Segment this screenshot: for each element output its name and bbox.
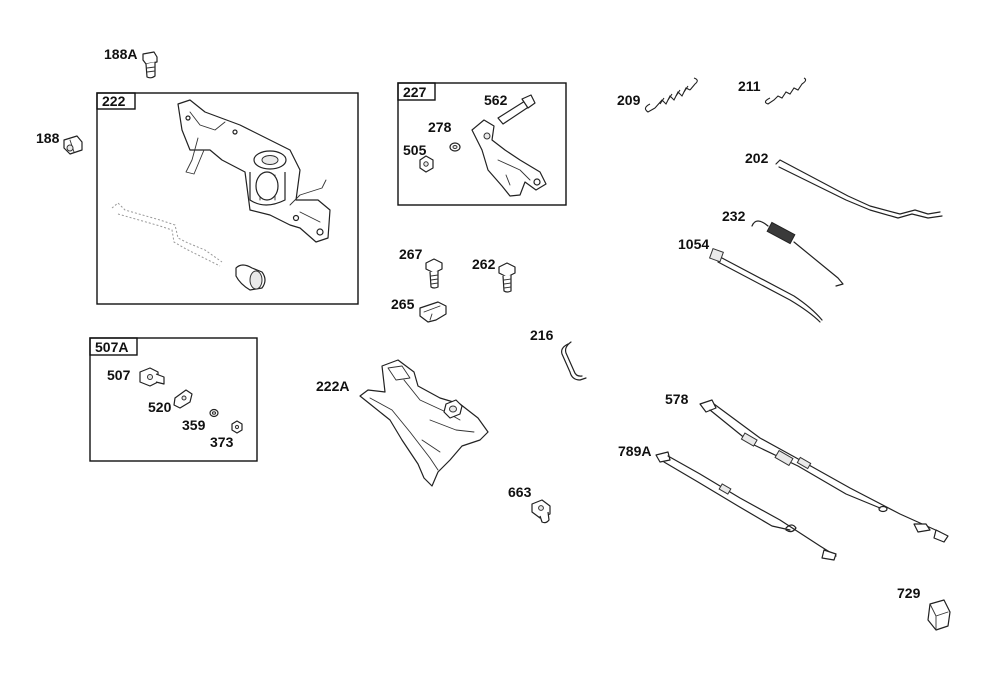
label-278: 278: [428, 119, 452, 135]
label-267: 267: [399, 246, 423, 262]
part-222-link-rod: [111, 202, 266, 291]
label-578: 578: [665, 391, 689, 407]
part-265-clip: 265: [391, 296, 447, 323]
label-373: 373: [210, 434, 234, 450]
part-278-washer: [449, 142, 461, 152]
label-663: 663: [508, 484, 532, 500]
part-211-spring: 211: [738, 77, 807, 105]
label-507: 507: [107, 367, 131, 383]
part-373-nut: [231, 420, 243, 434]
label-188A: 188A: [104, 46, 137, 62]
part-262-bolt: 262: [472, 256, 516, 293]
part-222A-lever-plate: 222A: [316, 359, 489, 487]
part-359-washer: [209, 408, 219, 418]
label-216: 216: [530, 327, 554, 343]
label-222: 222: [102, 93, 126, 109]
label-209: 209: [617, 92, 641, 108]
label-265: 265: [391, 296, 415, 312]
group-box-507A: 507A 507 520 359 373: [89, 337, 258, 462]
group-box-222: 222: [96, 92, 359, 305]
label-202: 202: [745, 150, 769, 166]
label-520: 520: [148, 399, 172, 415]
part-227-lever-bracket: [471, 119, 547, 197]
part-222-control-bracket: [177, 99, 331, 243]
label-211: 211: [738, 78, 761, 94]
label-227: 227: [403, 84, 427, 100]
label-359: 359: [182, 417, 206, 433]
part-202-rod: 202: [745, 150, 943, 219]
part-188-bolt: 188: [36, 130, 83, 155]
label-789A: 789A: [618, 443, 651, 459]
part-267-bolt: 267: [399, 246, 443, 289]
group-box-227: 227 562 278 505: [397, 82, 567, 206]
label-562: 562: [484, 92, 508, 108]
label-1054: 1054: [678, 236, 709, 252]
label-729: 729: [897, 585, 921, 601]
part-232-spring: 232: [722, 208, 844, 287]
part-578-cable: 578: [665, 391, 949, 543]
part-507-fitting: [139, 367, 165, 387]
part-729-cap: 729: [897, 585, 951, 631]
part-188A-bolt: 188A: [104, 46, 158, 79]
part-209-spring: 209: [617, 77, 698, 113]
part-562-pin: [497, 94, 536, 125]
label-507A: 507A: [95, 339, 128, 355]
label-505: 505: [403, 142, 427, 158]
label-262: 262: [472, 256, 496, 272]
part-520-plate: [173, 389, 193, 409]
part-216-rod: 216: [530, 327, 587, 381]
part-505-nut: [419, 155, 434, 173]
part-1054-cable-tie: 1054: [678, 236, 823, 323]
label-222A: 222A: [316, 378, 349, 394]
label-188: 188: [36, 130, 60, 146]
part-789A-cable: 789A: [618, 443, 837, 561]
label-232: 232: [722, 208, 746, 224]
part-663-bolt: 663: [508, 484, 551, 524]
